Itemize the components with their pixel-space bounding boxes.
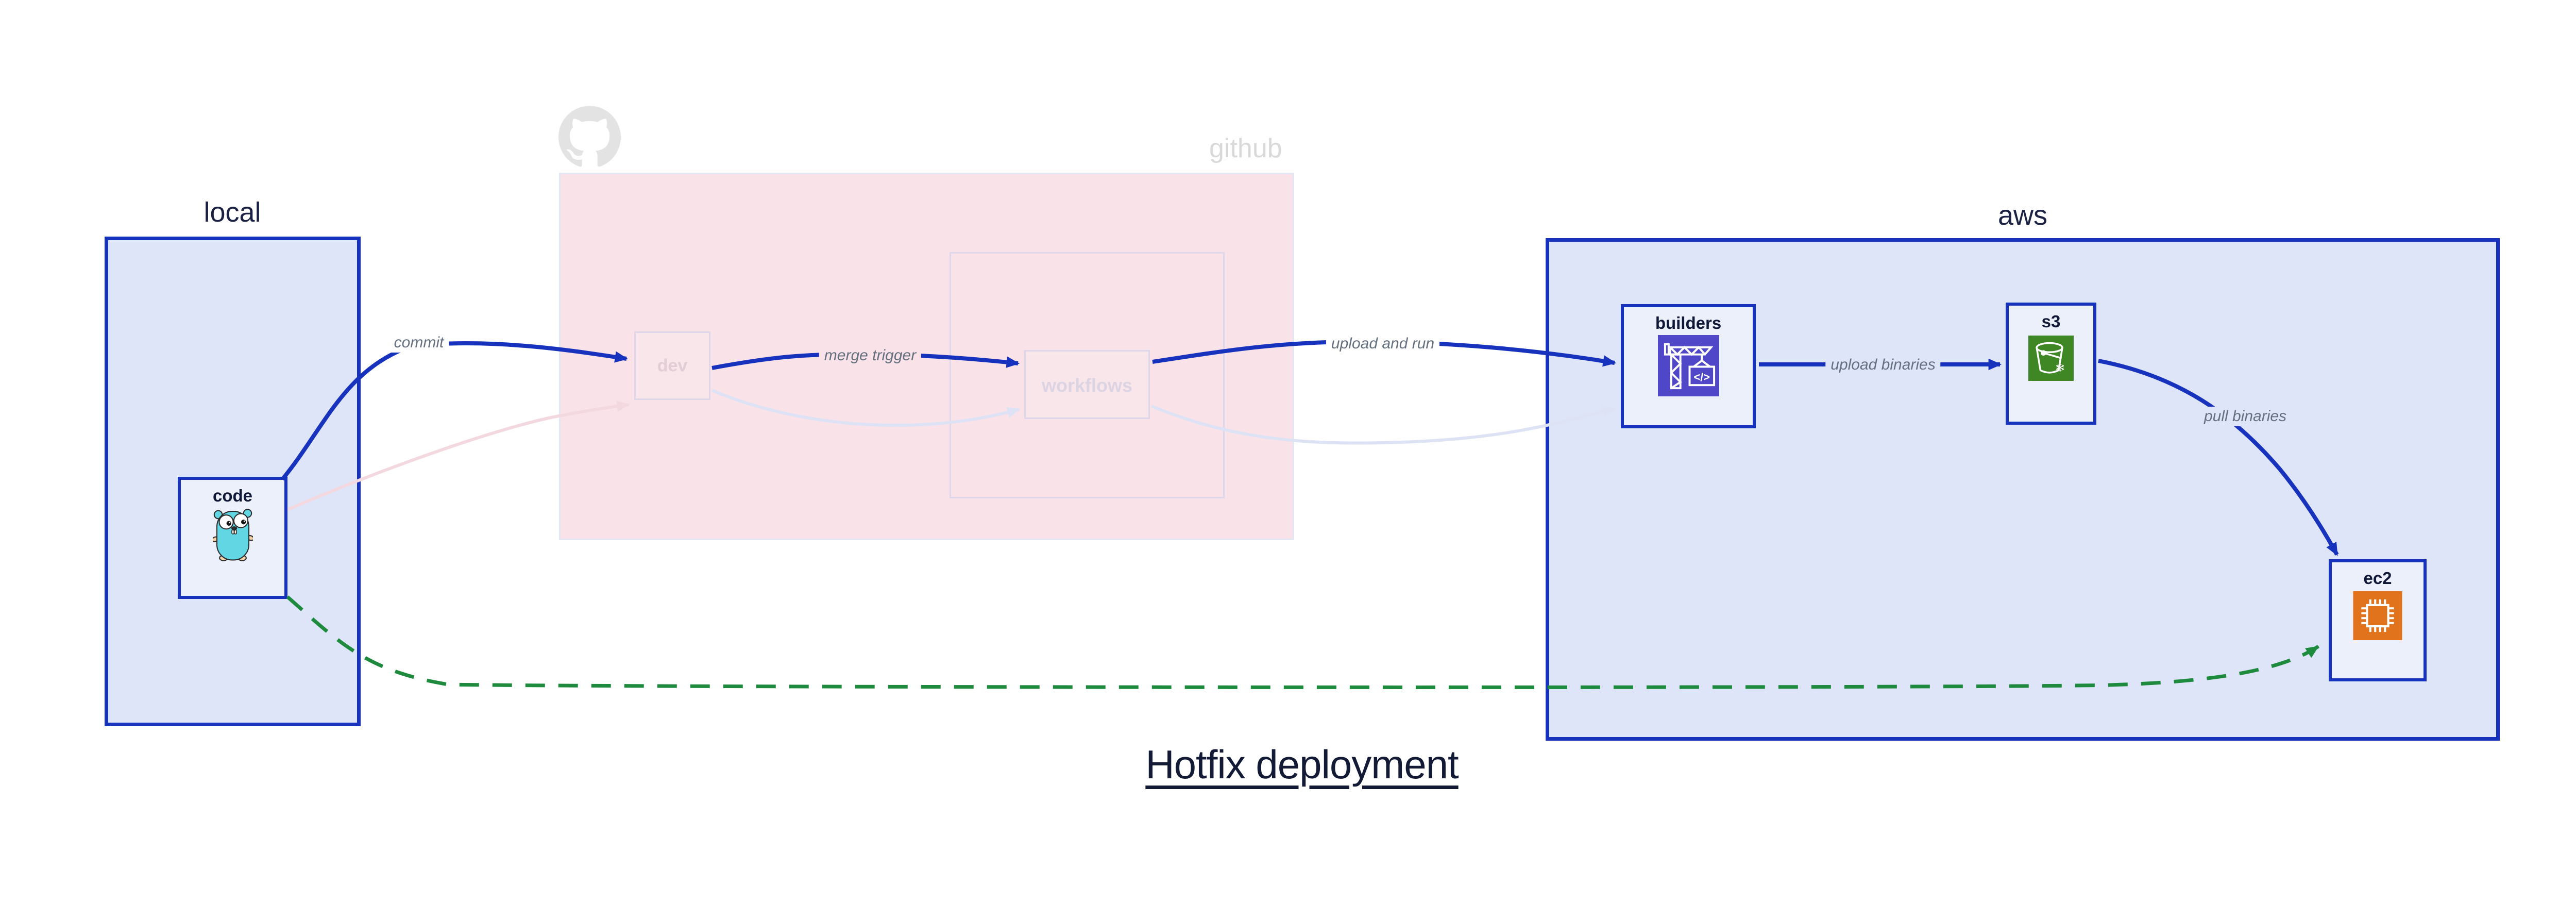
github-octocat-icon xyxy=(558,106,621,167)
region-local-label: local xyxy=(204,197,261,228)
go-gopher-icon xyxy=(212,509,253,561)
edge-upload-and-run-label: upload and run xyxy=(1326,334,1440,354)
edge-upload-binaries-label: upload binaries xyxy=(1825,355,1941,375)
node-workflows xyxy=(1024,350,1150,419)
codebuild-crane-icon: </> xyxy=(1657,335,1719,396)
node-workflows-label: workflows xyxy=(1041,375,1133,396)
ec2-chip-icon xyxy=(2353,591,2402,640)
edge-merge-trigger-label: merge trigger xyxy=(819,346,922,365)
node-s3: s3 ❄ xyxy=(2006,303,2096,425)
region-github-label: github xyxy=(1209,133,1282,163)
node-ec2-label: ec2 xyxy=(2363,569,2392,588)
node-builders: builders </> xyxy=(1621,304,1756,428)
node-builders-label: builders xyxy=(1655,313,1722,332)
edge-commit-label: commit xyxy=(388,333,449,353)
node-s3-label: s3 xyxy=(2041,312,2061,331)
svg-text:</>: </> xyxy=(1693,371,1710,383)
branch-master-box xyxy=(950,252,1225,498)
s3-bucket-icon: ❄ xyxy=(2028,336,2074,381)
edge-pull-binaries-label: pull binaries xyxy=(2198,407,2292,426)
node-ec2: ec2 xyxy=(2329,559,2427,681)
node-code-label: code xyxy=(212,486,253,505)
region-aws-label: aws xyxy=(1997,200,2048,231)
node-dev xyxy=(634,331,710,400)
diagram-title: Hotfix deployment xyxy=(1145,742,1459,787)
node-dev-label: dev xyxy=(657,356,688,376)
svg-text:❄: ❄ xyxy=(2055,360,2065,375)
node-code: code xyxy=(178,477,287,599)
